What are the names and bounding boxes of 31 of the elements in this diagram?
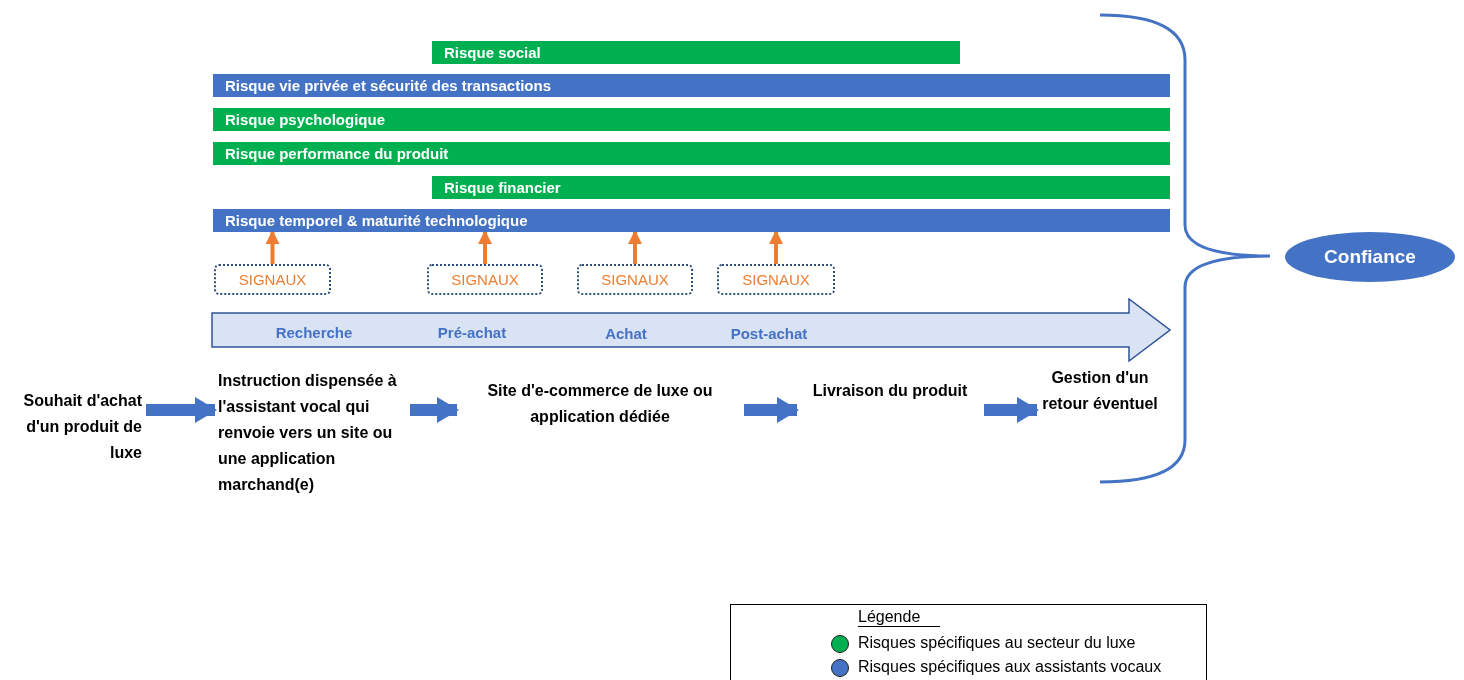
step-text: Souhait d'achat d'un produit de luxe (0, 388, 142, 463)
risk-bar: Risque financier (432, 176, 1170, 199)
arrow (769, 230, 783, 264)
risk-bar: Risque vie privée et sécurité des transactions (213, 74, 1170, 97)
phase-label: Pré-achat (437, 324, 507, 341)
phase-label: Achat (605, 325, 647, 342)
phase-label: Recherche (275, 324, 353, 341)
arrow (146, 397, 217, 423)
arrow (744, 397, 799, 423)
legend-label: Risques spécifiques aux assistants vocaux (858, 658, 1162, 676)
risk-bar: Risque performance du produit (213, 142, 1170, 165)
step-text: Instruction dispensée à l'assistant vocal qui renvoie vers un site ou une application marchand(e) (218, 368, 406, 493)
arrow (628, 230, 642, 264)
risk-bar: Risque psychologique (213, 108, 1170, 131)
arrow (265, 230, 280, 264)
phase-label: Post-achat (730, 325, 808, 342)
arrow (410, 397, 459, 423)
signal-box: SIGNAUX (214, 264, 331, 295)
risk-bar: Risque temporel & maturité technologique (213, 209, 1170, 232)
legend-title: Légende (858, 608, 941, 627)
arrow (984, 397, 1039, 423)
step-text: Gestion d'un retour éventuel (1040, 365, 1160, 445)
step-text: Site d'e-commerce de luxe ou application dédiée (460, 378, 740, 433)
trust-ellipse: Confiance (1285, 232, 1455, 282)
legend-label: Risques spécifiques au secteur du luxe (858, 634, 1136, 652)
step-text: Livraison du produit (800, 378, 980, 433)
risk-bar: Risque social (432, 41, 960, 64)
signal-box: SIGNAUX (577, 264, 693, 295)
arrow (478, 230, 492, 264)
signal-box: SIGNAUX (717, 264, 835, 295)
signal-box: SIGNAUX (427, 264, 543, 295)
